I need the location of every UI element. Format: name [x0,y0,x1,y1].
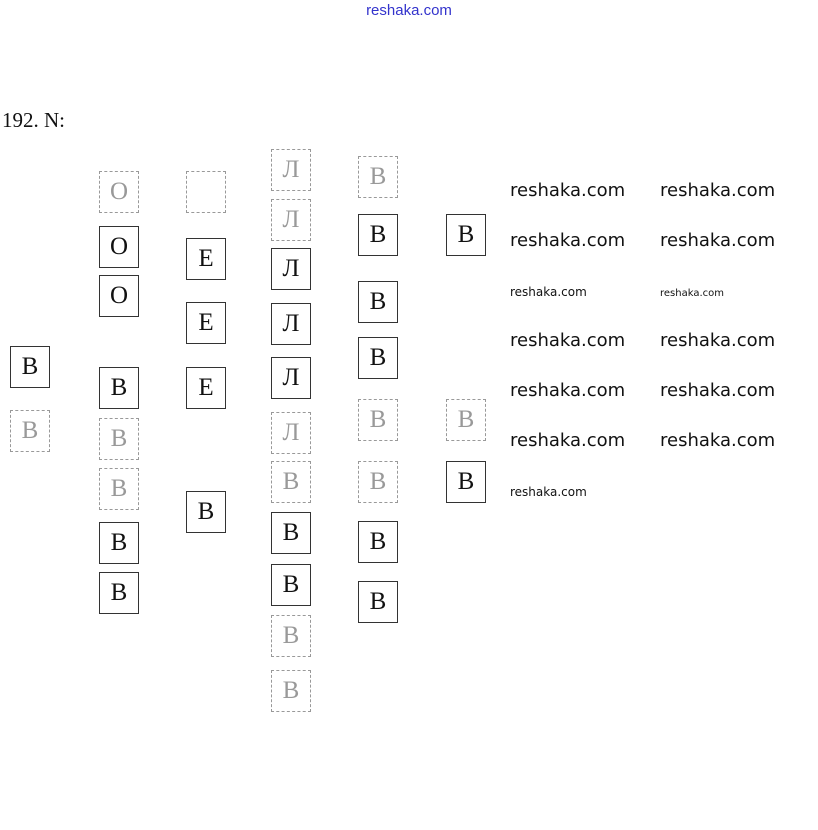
letter-box: В [358,214,398,256]
letter-box: В [99,418,139,460]
letter-box: О [99,275,139,317]
watermark-text: reshaka.com [660,380,776,401]
watermark-text: reshaka.com [510,330,626,351]
letter-box: В [271,615,311,657]
letter-box: В [10,346,50,388]
letter-box: В [358,337,398,379]
letter-box: В [99,572,139,614]
letter-box: О [99,171,139,213]
watermark-text: reshaka.com [510,180,626,201]
letter-box: В [358,461,398,503]
watermark-text: reshaka.com [660,230,776,251]
watermark-text: reshaka.com [510,485,587,499]
letter-box [186,171,226,213]
watermark-text: reshaka.com [660,288,724,299]
letter-box: Е [186,302,226,344]
watermark-text: reshaka.com [510,430,626,451]
letter-box: Л [271,149,311,191]
watermark-text: reshaka.com [660,180,776,201]
site-link[interactable]: reshaka.com [366,2,452,19]
letter-box: В [99,367,139,409]
letter-box: О [99,226,139,268]
exercise-heading: 192. N: [2,108,65,132]
letter-box: В [358,581,398,623]
letter-box: В [271,512,311,554]
letter-box: В [271,670,311,712]
letter-box: Л [271,303,311,345]
watermark-text: reshaka.com [510,230,626,251]
letter-box: В [10,410,50,452]
letter-box: В [186,491,226,533]
watermark-text: reshaka.com [660,430,776,451]
letter-box: В [358,156,398,198]
watermark-text: reshaka.com [510,285,587,299]
letter-box: Л [271,357,311,399]
letter-box: Л [271,248,311,290]
letter-box: В [271,564,311,606]
watermark-text: reshaka.com [660,330,776,351]
letter-box: В [99,468,139,510]
letter-box: В [446,461,486,503]
letter-box: Е [186,238,226,280]
watermark-text: reshaka.com [510,380,626,401]
letter-box: В [446,399,486,441]
letter-box: Л [271,412,311,454]
letter-box: В [358,399,398,441]
letter-box: В [358,521,398,563]
letter-box: Л [271,199,311,241]
letter-box: Е [186,367,226,409]
letter-box: В [271,461,311,503]
letter-box: В [358,281,398,323]
letter-box: В [99,522,139,564]
letter-box: В [446,214,486,256]
